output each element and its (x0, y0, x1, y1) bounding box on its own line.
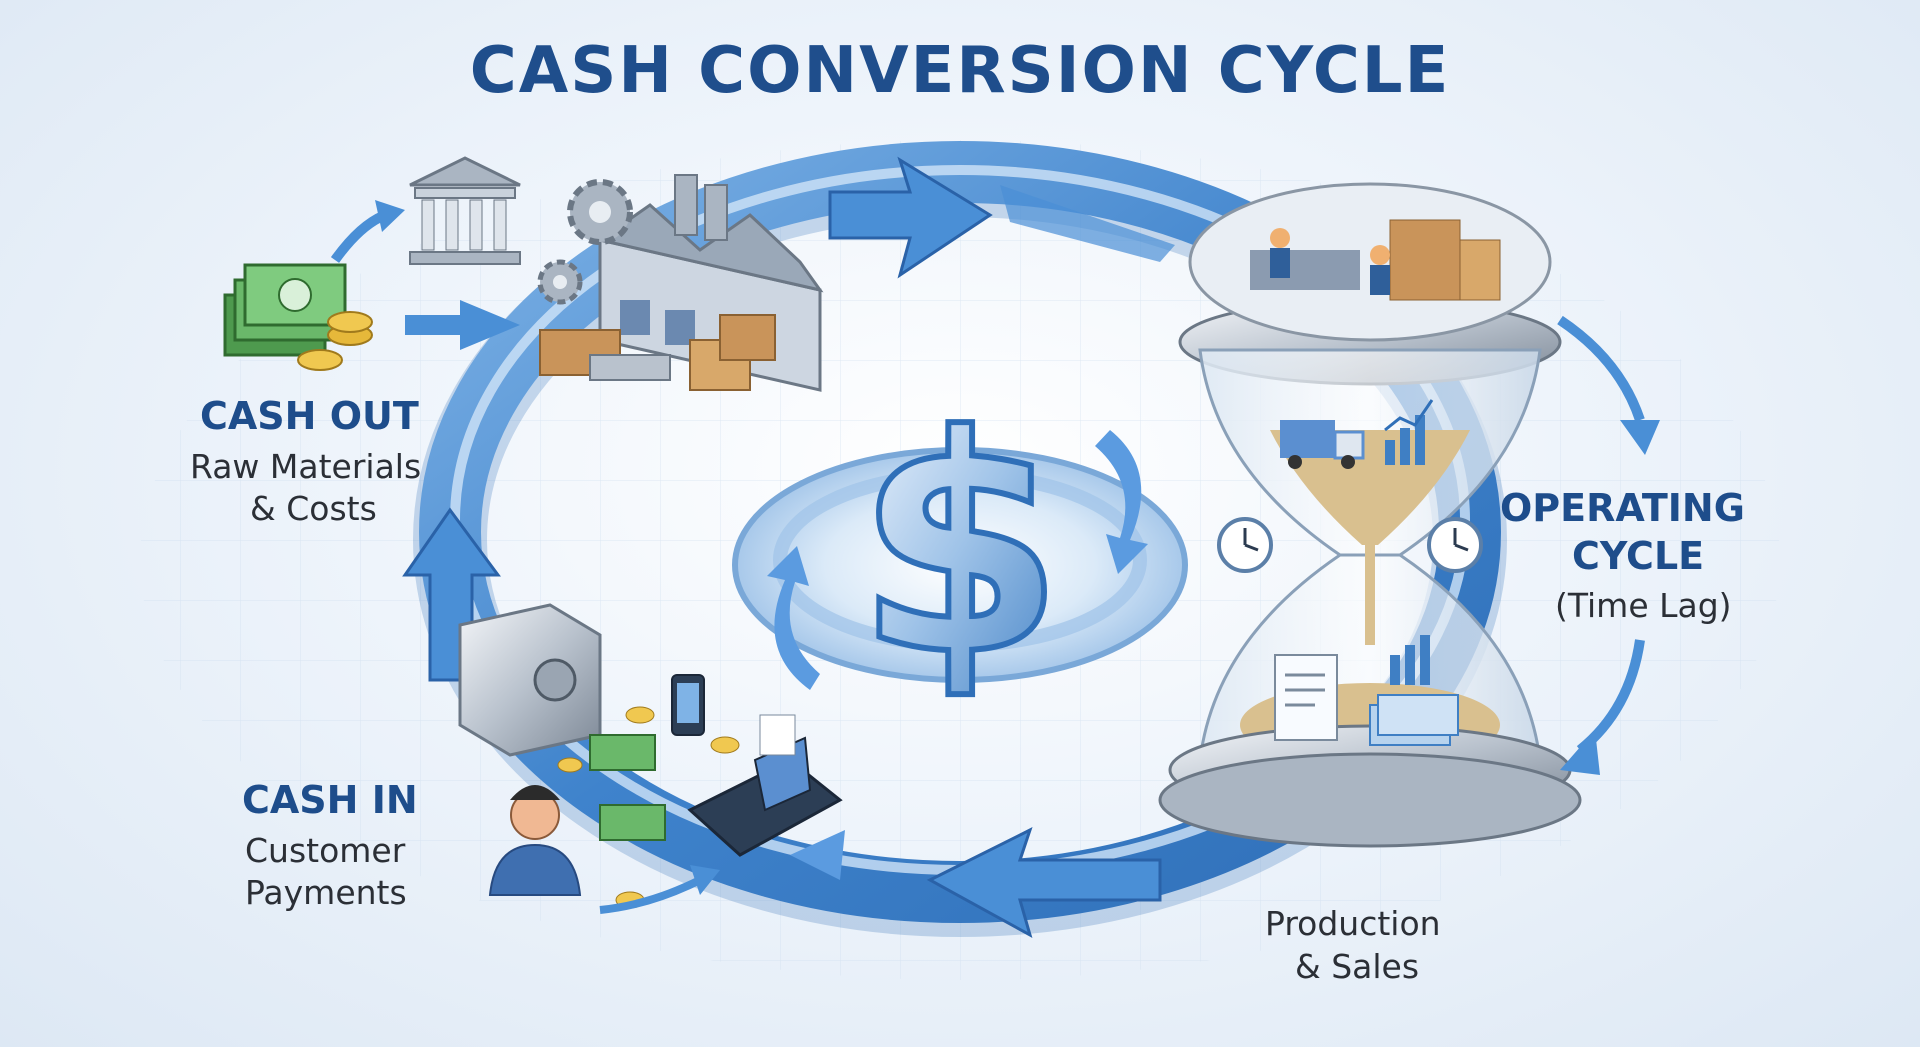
money-bills-icon (557, 706, 740, 909)
invoice-icon (1274, 654, 1338, 741)
center-dollar: $ (732, 369, 1188, 724)
production-line1: Production (1265, 904, 1441, 943)
truck-icon (1280, 420, 1365, 469)
arrow-top-icon (828, 156, 993, 279)
curve-arrow-icon (1095, 430, 1148, 574)
dollar-icon: $ (856, 372, 1065, 721)
chart-icon (1384, 399, 1434, 465)
cash-out-heading: CASH OUT (200, 394, 419, 438)
arrow-left-icon (402, 507, 501, 682)
operating-line1: OPERATING (1500, 486, 1745, 530)
cash-in-line2: Payments (245, 873, 407, 912)
ring-arrows (402, 156, 1175, 939)
safe-icon (458, 603, 602, 757)
clock-icon (1217, 517, 1273, 573)
gear-icon-2 (537, 259, 583, 305)
cash-out-line1: Raw Materials (190, 447, 422, 486)
customer-icon (488, 785, 582, 896)
cash-in-heading: CASH IN (242, 778, 418, 822)
cash-in-arrow (599, 865, 720, 914)
operating-arrows (1557, 315, 1660, 775)
arrow-top-right-icon (1000, 185, 1175, 262)
curve-arrow-icon-2 (767, 546, 820, 690)
arrow-bottom-left-icon (790, 830, 845, 880)
clock-icon-2 (1427, 517, 1483, 573)
bank-icon (409, 156, 521, 265)
payment-terminal-icon (687, 714, 843, 857)
arrow-bottom-icon (926, 827, 1162, 939)
page-title: CASH CONVERSION CYCLE (469, 34, 1451, 108)
operating-line3: (Time Lag) (1555, 586, 1732, 625)
coin-icon (297, 311, 373, 371)
factory-workers-scene (1250, 219, 1501, 301)
lumber-icon (539, 329, 671, 381)
operating-line2: CYCLE (1572, 534, 1705, 578)
cash-stack-icon-2 (1369, 694, 1459, 746)
production-line2: & Sales (1295, 947, 1420, 986)
cash-out-line2: & Costs (250, 489, 377, 528)
box-icon (689, 314, 776, 391)
cash-stack-icon (223, 263, 347, 357)
chart-icon-2 (1390, 635, 1430, 685)
cash-in-line1: Customer (245, 831, 406, 870)
gear-icon (567, 179, 633, 245)
phone-icon (671, 674, 705, 736)
cash-out-arrows (330, 200, 520, 350)
